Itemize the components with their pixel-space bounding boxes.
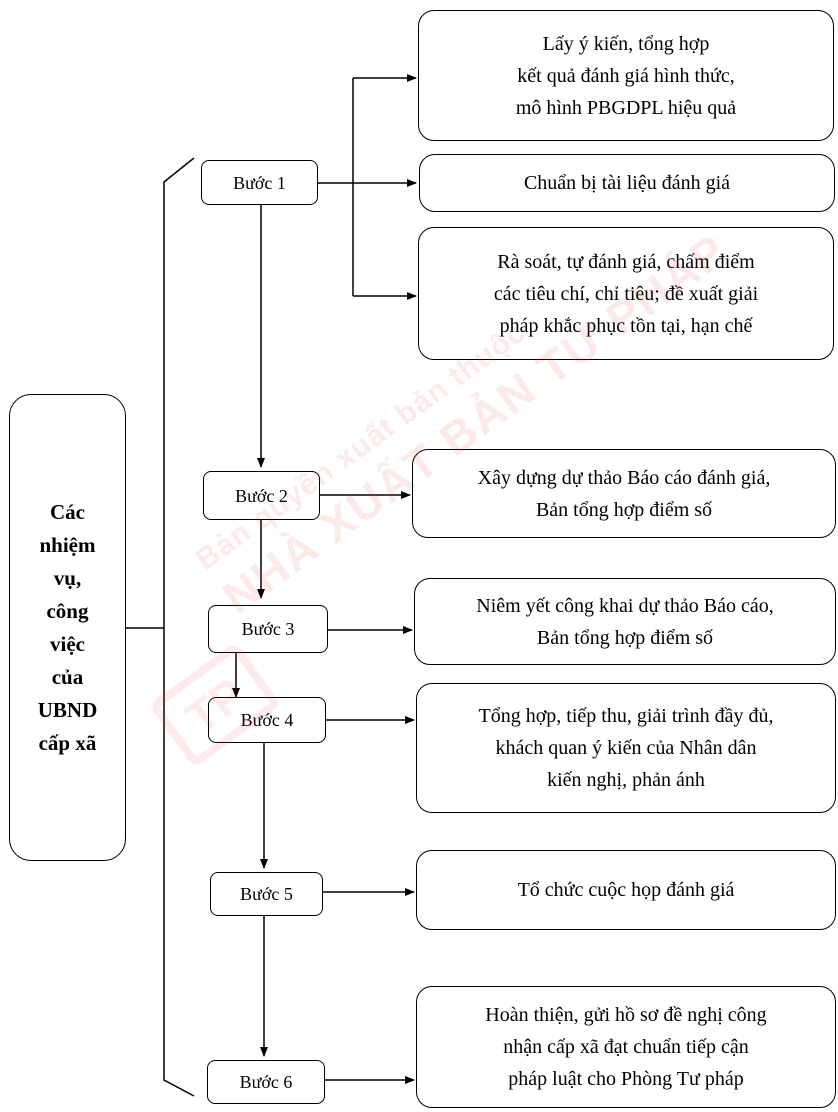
task-box-8: Hoàn thiện, gửi hồ sơ đề nghị công nhận …: [416, 986, 836, 1108]
step-1-box: Bước 1: [201, 160, 318, 205]
task-box-2: Chuẩn bị tài liệu đánh giá: [419, 154, 835, 212]
task-box-4: Xây dựng dự thảo Báo cáo đánh giá, Bản t…: [412, 449, 836, 538]
step-5-box: Bước 5: [210, 872, 323, 916]
task-box-1: Lấy ý kiến, tổng hợp kết quả đánh giá hì…: [418, 10, 834, 141]
step-6-box: Bước 6: [207, 1060, 325, 1104]
task-box-7: Tổ chức cuộc họp đánh giá: [416, 850, 836, 930]
step-bracket: [163, 157, 195, 1097]
step-2-box: Bước 2: [203, 471, 320, 520]
task-box-6: Tổng hợp, tiếp thu, giải trình đầy đủ, k…: [416, 683, 836, 813]
task-box-5: Niêm yết công khai dự thảo Báo cáo, Bản …: [414, 578, 836, 665]
task-box-3: Rà soát, tự đánh giá, chấm điểm các tiêu…: [418, 227, 834, 360]
step-3-box: Bước 3: [208, 605, 328, 653]
main-task-box: Các nhiệm vụ, công việc của UBND cấp xã: [9, 394, 126, 861]
step-4-box: Bước 4: [208, 697, 326, 743]
